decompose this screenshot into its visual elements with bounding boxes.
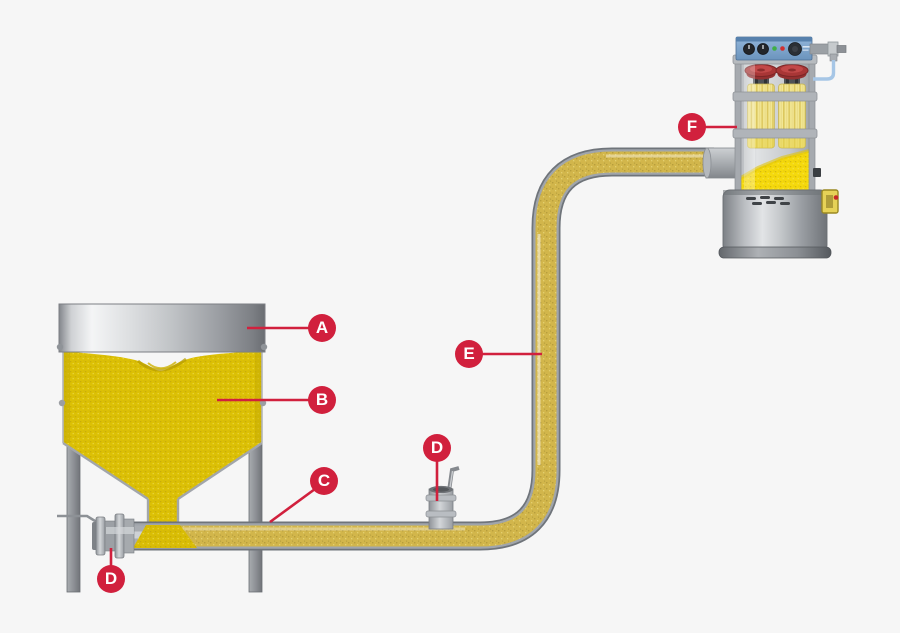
hopper [56,303,268,524]
filter-housing [732,54,821,199]
callout-b: B [308,386,336,414]
red-indicator-light [780,46,785,51]
callout-f: F [678,113,706,141]
compressed-air-fitting [809,41,847,62]
callout-lines [109,125,737,568]
level-sensor [821,189,839,214]
air-tube [813,60,836,81]
hopper-legs [66,440,263,593]
pipe-valve [425,466,460,530]
vacuum-receiver [702,36,847,259]
control-unit [735,36,813,61]
hopper-rim [58,303,266,353]
callout-d-inlet: D [97,565,125,593]
material-inlet-fitting [92,513,135,559]
material-pile [133,525,197,548]
callout-d-valve: D [423,434,451,462]
callout-c: C [310,467,338,495]
green-indicator-light [772,46,777,51]
callout-a: A [308,314,336,342]
callout-line-c [269,487,316,524]
callout-e: E [455,340,483,368]
collection-bin [718,189,832,259]
